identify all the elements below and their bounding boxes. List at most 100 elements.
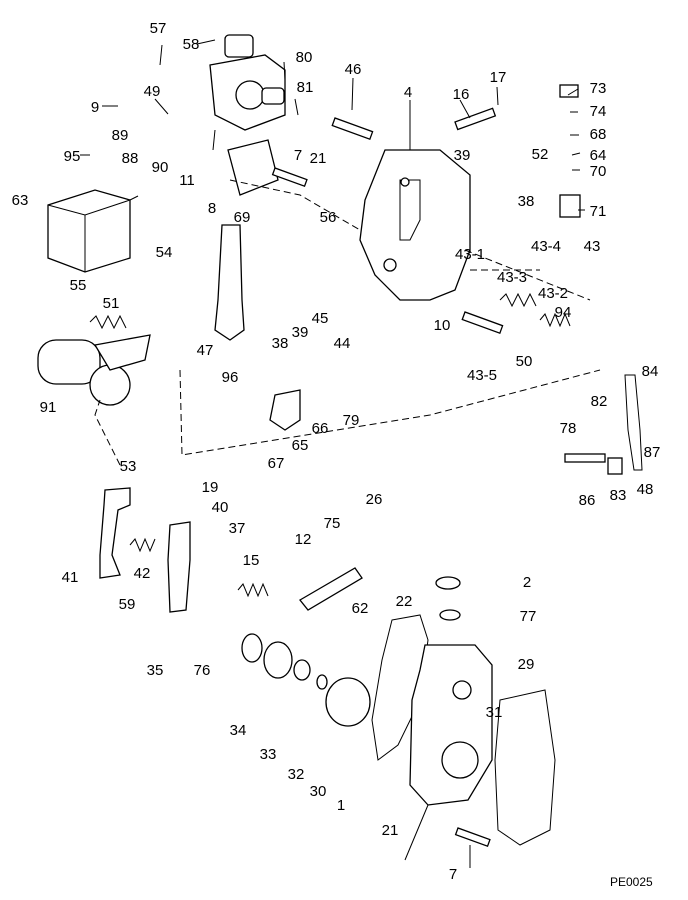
callout-label-43-2: 43-2 <box>538 285 568 302</box>
bolt-part-7 <box>271 167 308 188</box>
plug-part-59 <box>435 576 461 590</box>
callout-label-64: 64 <box>590 147 607 164</box>
callout-label-79: 79 <box>343 412 360 429</box>
gasket-part-76 <box>494 689 556 846</box>
callout-label-57: 57 <box>150 20 167 37</box>
pin-part-16 <box>454 107 497 131</box>
callout-label-38: 38 <box>518 193 535 210</box>
callout-label-73: 73 <box>590 80 607 97</box>
callout-label-53: 53 <box>120 458 137 475</box>
callout-label-67: 67 <box>268 455 285 472</box>
callout-label-55: 55 <box>70 277 87 294</box>
spring-part-55 <box>89 314 127 330</box>
callout-label-32: 32 <box>288 766 305 783</box>
callout-label-54: 54 <box>156 244 173 261</box>
callout-label-16: 16 <box>453 86 470 103</box>
bolt-part-46 <box>331 117 374 141</box>
callout-label-1: 1 <box>337 797 345 814</box>
callout-label-43-1: 43-1 <box>455 246 485 263</box>
solenoid-part-91 <box>37 339 101 385</box>
callout-label-43: 43 <box>584 238 601 255</box>
callout-label-91: 91 <box>40 399 57 416</box>
callout-label-33: 33 <box>260 746 277 763</box>
callout-label-80: 80 <box>296 49 313 66</box>
callout-label-30: 30 <box>310 783 327 800</box>
callout-label-69: 69 <box>234 209 251 226</box>
callout-label-2: 2 <box>523 574 531 591</box>
callout-label-63: 63 <box>12 192 29 209</box>
callout-label-29: 29 <box>518 656 535 673</box>
figure-reference-code: PE0025 <box>610 875 653 889</box>
callout-label-43-5: 43-5 <box>467 367 497 384</box>
callout-label-90: 90 <box>152 159 169 176</box>
callout-label-58: 58 <box>183 36 200 53</box>
lever-part-50 <box>214 224 245 341</box>
callout-label-74: 74 <box>590 103 607 120</box>
callout-label-12: 12 <box>295 531 312 548</box>
callout-label-87: 87 <box>644 444 661 461</box>
callout-label-19: 19 <box>202 479 219 496</box>
callout-label-4: 4 <box>404 84 412 101</box>
callout-label-39: 39 <box>454 147 471 164</box>
callout-label-59: 59 <box>119 596 136 613</box>
spring-part-43-1 <box>499 292 537 308</box>
lever-part-15 <box>167 521 191 613</box>
gasket-part-77 <box>371 614 429 761</box>
callout-label-62: 62 <box>352 600 369 617</box>
callout-label-42: 42 <box>134 565 151 582</box>
callout-label-71: 71 <box>590 203 607 220</box>
callout-label-84: 84 <box>642 363 659 380</box>
callout-label-17: 17 <box>490 69 507 86</box>
callout-label-41: 41 <box>62 569 79 586</box>
callout-label-34: 34 <box>230 722 247 739</box>
bearing-part-29 <box>241 633 263 663</box>
callout-label-70: 70 <box>590 163 607 180</box>
callout-label-43-3: 43-3 <box>497 269 527 286</box>
spring-part-43-3 <box>539 312 571 328</box>
shaft-part-37 <box>299 567 363 611</box>
bearing-part-33 <box>293 659 311 681</box>
callout-label-68: 68 <box>590 126 607 143</box>
plate-part-56 <box>227 139 279 196</box>
callout-label-96: 96 <box>222 369 239 386</box>
callout-label-7: 7 <box>449 866 457 883</box>
callout-label-81: 81 <box>297 79 314 96</box>
callout-label-83: 83 <box>610 487 627 504</box>
flyweight-part-31 <box>325 677 371 727</box>
callout-label-82: 82 <box>591 393 608 410</box>
callout-label-43-4: 43-4 <box>531 238 561 255</box>
callout-label-86: 86 <box>579 492 596 509</box>
washer-part-62 <box>439 609 461 621</box>
callout-label-31: 31 <box>486 704 503 721</box>
callout-label-65: 65 <box>292 437 309 454</box>
bolt-part-10 <box>461 311 504 335</box>
callout-label-49: 49 <box>144 83 161 100</box>
callout-label-37: 37 <box>229 520 246 537</box>
spring-part-41 <box>129 537 156 553</box>
callout-label-21: 21 <box>310 150 327 167</box>
callout-label-48: 48 <box>637 481 654 498</box>
part-71 <box>559 194 581 218</box>
callout-label-22: 22 <box>396 593 413 610</box>
bolt-part-7b <box>454 827 491 848</box>
callout-label-47: 47 <box>197 342 214 359</box>
part-73 <box>559 84 579 98</box>
bracket-part-83 <box>624 374 643 471</box>
callout-label-35: 35 <box>147 662 164 679</box>
spring-part-42 <box>237 582 269 598</box>
callout-label-78: 78 <box>560 420 577 437</box>
callout-label-38: 38 <box>272 335 289 352</box>
bracket-part-53 <box>269 389 301 431</box>
callout-label-45: 45 <box>312 310 329 327</box>
callout-label-9: 9 <box>91 99 99 116</box>
callout-label-56: 56 <box>320 209 337 226</box>
callout-label-77: 77 <box>520 608 537 625</box>
bolt-part-82 <box>564 453 606 463</box>
callout-label-11: 11 <box>179 172 195 189</box>
callout-label-8: 8 <box>208 200 216 217</box>
callout-label-94: 94 <box>555 304 572 321</box>
bearing-part-34 <box>263 641 293 679</box>
callout-label-75: 75 <box>324 515 341 532</box>
